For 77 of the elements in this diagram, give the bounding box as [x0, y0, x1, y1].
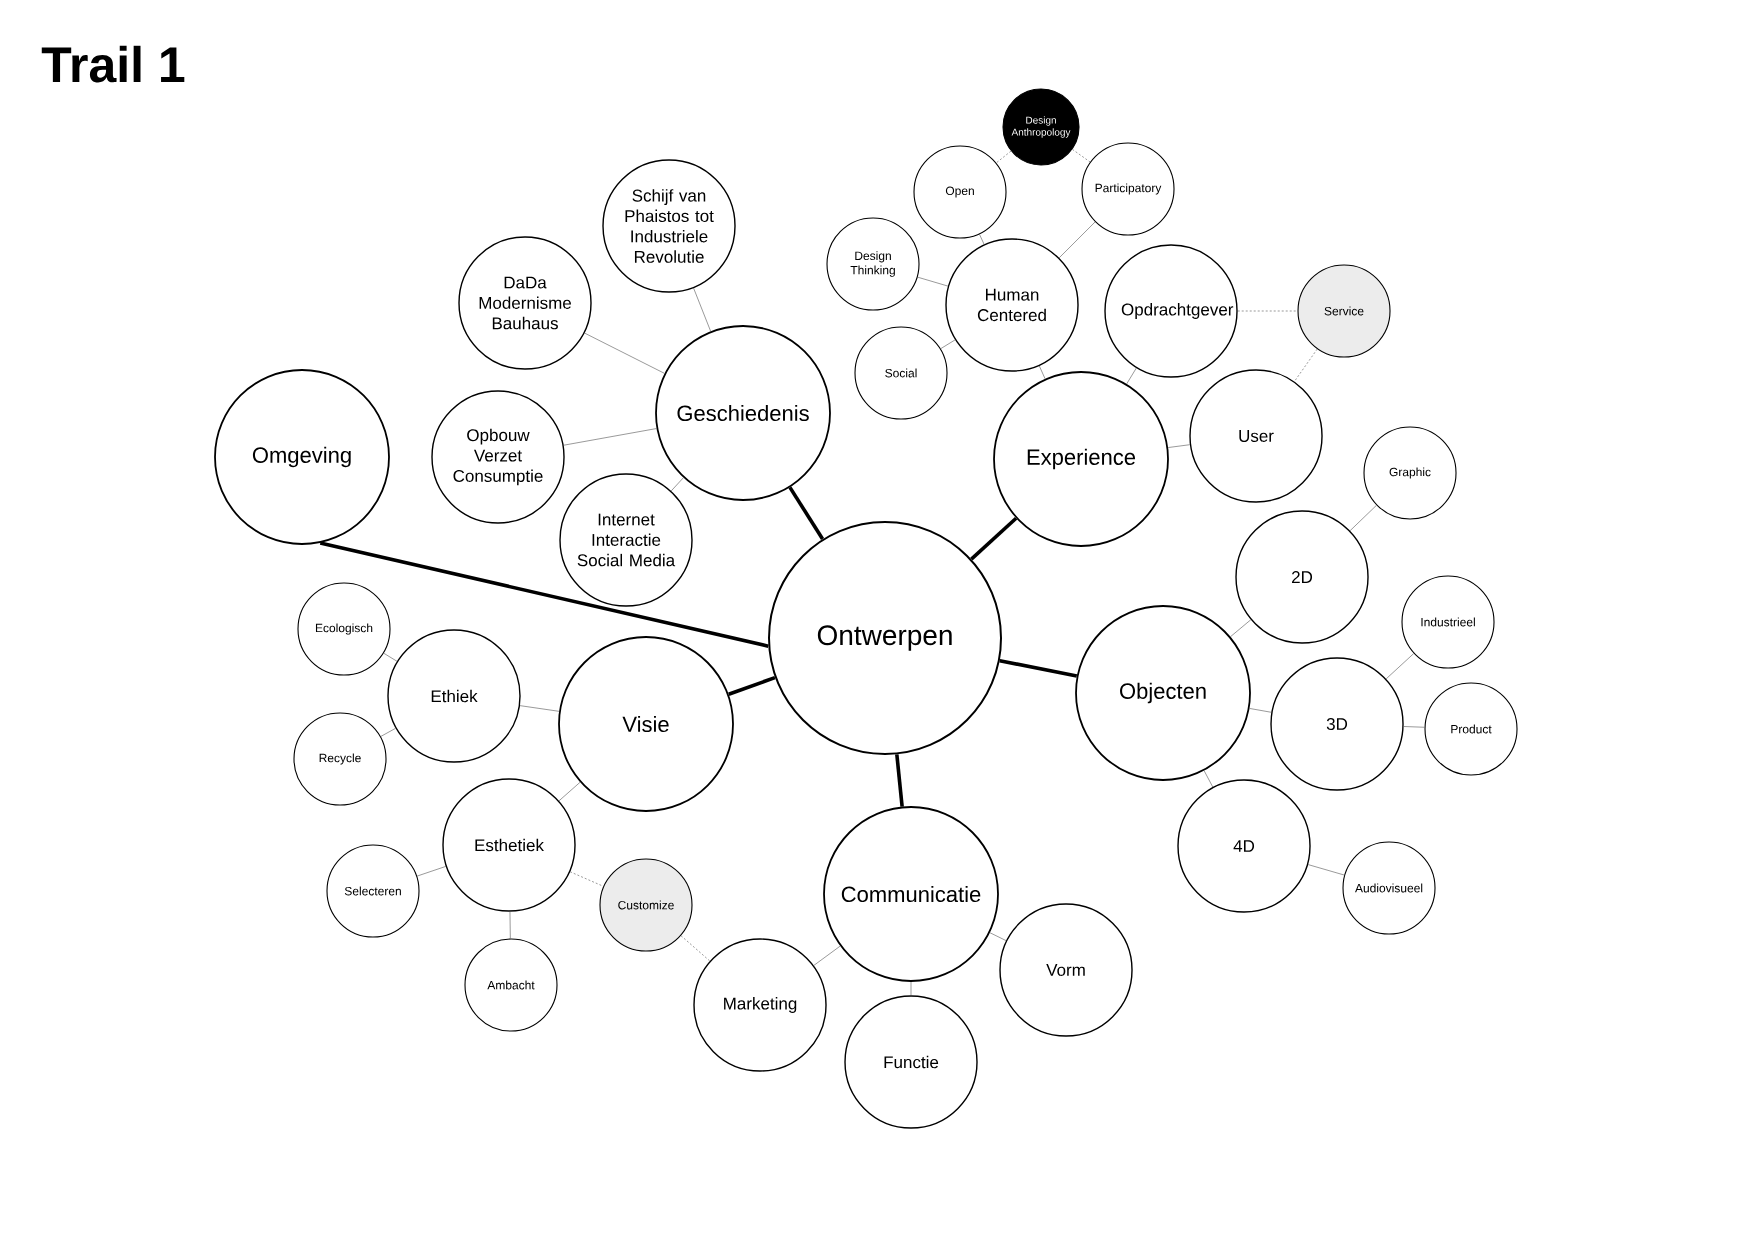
circle-node: Internet Interactie Social Media [559, 473, 693, 607]
circle-node: 3D [1270, 657, 1404, 791]
circle-node: Schijf van Phaistos tot Industriele Revolutie [602, 159, 736, 293]
connector-line [584, 332, 665, 374]
connector-line [1203, 770, 1214, 788]
circle-node: Marketing [693, 938, 827, 1072]
connector-line [563, 428, 657, 446]
connector-line [1237, 310, 1298, 312]
circle-node: Design Thinking [826, 217, 920, 311]
circle-node: Objecten [1075, 605, 1251, 781]
connector-line [1167, 444, 1191, 448]
circle-node: Ontwerpen [768, 521, 1002, 755]
connector-line [558, 781, 581, 802]
connector-line [319, 541, 769, 648]
connector-line [693, 287, 711, 332]
circle-node: Design Anthropology [1002, 88, 1080, 166]
circle-node: 2D [1235, 510, 1369, 644]
circle-node: Ecologisch [297, 582, 391, 676]
connector-line [1385, 653, 1415, 680]
circle-node: Graphic [1363, 426, 1457, 520]
connector-line [989, 932, 1007, 941]
circle-node: Audiovisueel [1342, 841, 1436, 935]
circle-node: Customize [599, 858, 693, 952]
circle-node: Ethiek [387, 629, 521, 763]
connector-line [670, 477, 684, 492]
connector-line [1249, 708, 1272, 713]
connector-line [788, 486, 825, 541]
connector-line [1294, 348, 1318, 382]
circle-node: Open [913, 145, 1007, 239]
connector-line [996, 150, 1012, 164]
connector-line [380, 727, 396, 737]
connector-line [910, 981, 912, 996]
circle-node: Product [1424, 682, 1518, 776]
circle-node: Service [1297, 264, 1391, 358]
circle-node: Functie [844, 995, 978, 1129]
circle-node: Omgeving [214, 369, 390, 545]
connector-line [813, 945, 841, 966]
circle-node: Opdrachtgever [1104, 244, 1238, 378]
connector-line [1072, 149, 1091, 163]
circle-node: Industrieel [1401, 575, 1495, 669]
circle-node: Esthetiek [442, 778, 576, 912]
connector-line [383, 652, 398, 662]
circle-node: Communicatie [823, 806, 999, 982]
circle-node: Experience [993, 371, 1169, 547]
connector-line [1126, 367, 1137, 385]
connector-line [1039, 365, 1046, 380]
connector-line [569, 871, 604, 887]
connector-line [509, 911, 511, 939]
circle-node: Selecteren [326, 844, 420, 938]
connector-line [917, 276, 949, 287]
connector-line [940, 339, 956, 349]
connector-line [1307, 864, 1345, 876]
circle-node: Recycle [293, 712, 387, 806]
connector-line [519, 705, 560, 712]
connector-line [1230, 619, 1252, 637]
connector-line [680, 935, 711, 962]
circle-node: Social [854, 326, 948, 420]
connector-line [728, 675, 776, 696]
connector-line [416, 866, 447, 877]
connector-line [895, 754, 904, 807]
connector-line [1058, 221, 1096, 259]
circle-node: Human Centered [945, 238, 1079, 372]
connector-line [979, 234, 985, 245]
circle-node: Geschiedenis [655, 325, 831, 501]
connector-line [999, 658, 1078, 678]
circle-node: DaDa Modernisme Bauhaus [458, 236, 592, 370]
circle-node: 4D [1177, 779, 1311, 913]
circle-node: Participatory [1081, 142, 1175, 236]
circle-node: Vorm [999, 903, 1133, 1037]
connector-line [1349, 505, 1377, 532]
circle-node: Opbouw Verzet Consumptie [431, 390, 565, 524]
circle-node: Visie [558, 636, 734, 812]
connector-line [1403, 726, 1425, 728]
connector-line [970, 516, 1018, 561]
circle-node: User [1189, 369, 1323, 503]
circle-node: Ambacht [464, 938, 558, 1032]
title: Trail 1 [41, 45, 185, 83]
